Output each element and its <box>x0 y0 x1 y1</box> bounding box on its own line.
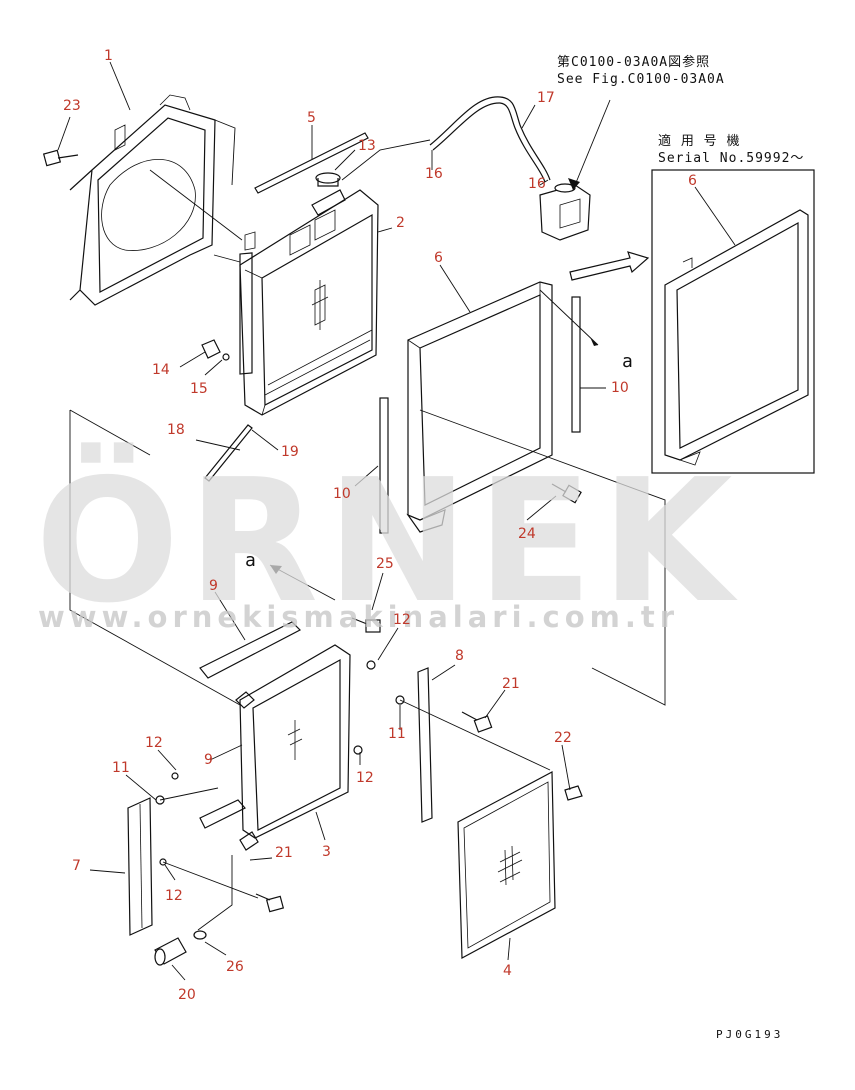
bolt-24 <box>551 483 582 504</box>
callout-10-right: 10 <box>611 380 629 396</box>
ref-a-top: a <box>622 351 634 372</box>
callout-19: 19 <box>281 444 299 460</box>
reservoir-tank <box>539 183 591 241</box>
callout-11-right: 11 <box>388 726 406 742</box>
bolt-23 <box>42 149 79 167</box>
callout-17: 17 <box>537 90 555 106</box>
callout-7: 7 <box>72 858 81 874</box>
bolt-21-right <box>461 711 493 733</box>
watermark-brand: ÖRNEK <box>35 442 741 641</box>
hose-17 <box>429 96 551 183</box>
bolt-25 <box>351 617 381 633</box>
serial-jp: 適 用 号 機 <box>658 133 740 149</box>
frame-6-center <box>406 281 553 533</box>
oring-26 <box>193 930 207 940</box>
watermark: ÖRNEK www.ornekismakinalari.com.tr <box>35 442 741 641</box>
callout-14: 14 <box>152 362 170 378</box>
drain-cock-14 <box>201 339 221 359</box>
ref-a-arrows <box>270 178 598 574</box>
callout-12-bottom: 12 <box>165 888 183 904</box>
callout-25: 25 <box>376 556 394 572</box>
screen-4 <box>457 771 556 959</box>
ref-a-bottom: a <box>245 550 257 571</box>
fan-shroud <box>69 94 216 306</box>
rod-18 <box>204 424 253 482</box>
bolt-21-left <box>255 893 285 913</box>
callout-12-mid: 12 <box>356 770 374 786</box>
brace-7 <box>127 797 153 936</box>
see-fig-jp: 第C0100-03A0A図参照 <box>557 54 710 70</box>
callout-13: 13 <box>358 138 376 154</box>
washers <box>155 660 405 866</box>
callout-26: 26 <box>226 959 244 975</box>
callout-5: 5 <box>307 110 316 126</box>
watermark-url: www.ornekismakinalari.com.tr <box>38 600 679 634</box>
radiator <box>239 189 379 416</box>
inset-arrow <box>569 251 650 281</box>
core-3 <box>235 644 351 851</box>
callout-1: 1 <box>104 48 113 64</box>
callout-21-left: 21 <box>275 845 293 861</box>
callout-8: 8 <box>455 648 464 664</box>
strip-5 <box>254 132 369 194</box>
serial-inset-box <box>651 169 815 474</box>
callout-6-center: 6 <box>434 250 443 266</box>
callout-21-right: 21 <box>502 676 520 692</box>
serial-en: Serial No.59992～ <box>658 151 804 166</box>
plug-15 <box>222 353 230 361</box>
callout-10-left: 10 <box>333 486 351 502</box>
notes: 第C0100-03A0A図参照 See Fig.C0100-03A0A 適 用 … <box>245 54 804 1041</box>
callout-20: 20 <box>178 987 196 1003</box>
leader-lines <box>57 61 736 981</box>
callout-22: 22 <box>554 730 572 746</box>
callout-6-inset: 6 <box>688 173 697 189</box>
callout-16-right: 16 <box>528 176 546 192</box>
callout-12-left: 12 <box>145 735 163 751</box>
radiator-cap-13 <box>315 172 341 187</box>
callout-18: 18 <box>167 422 185 438</box>
seal-10-right <box>571 296 581 433</box>
callout-numbers: 1 23 5 13 2 16 17 16 6 6 14 15 10 10 18 … <box>63 48 697 1003</box>
callout-3: 3 <box>322 844 331 860</box>
callout-15: 15 <box>190 381 208 397</box>
callout-9-top: 9 <box>209 578 218 594</box>
seal-9-top <box>199 621 302 679</box>
callout-4: 4 <box>503 963 512 979</box>
seal-10-left <box>379 397 389 534</box>
callout-24: 24 <box>518 526 536 542</box>
fitting-20 <box>154 937 187 966</box>
knob-22 <box>564 785 583 801</box>
callout-12-top: 12 <box>393 612 411 628</box>
callout-16-left: 16 <box>425 166 443 182</box>
callout-2: 2 <box>396 215 405 231</box>
brace-8 <box>417 667 433 823</box>
callout-9-side: 9 <box>204 752 213 768</box>
see-fig-en: See Fig.C0100-03A0A <box>557 72 725 87</box>
drawing-code: PJ0G193 <box>716 1028 783 1041</box>
callout-11-left: 11 <box>112 760 130 776</box>
seal-9-side <box>199 799 246 829</box>
callout-23: 23 <box>63 98 81 114</box>
